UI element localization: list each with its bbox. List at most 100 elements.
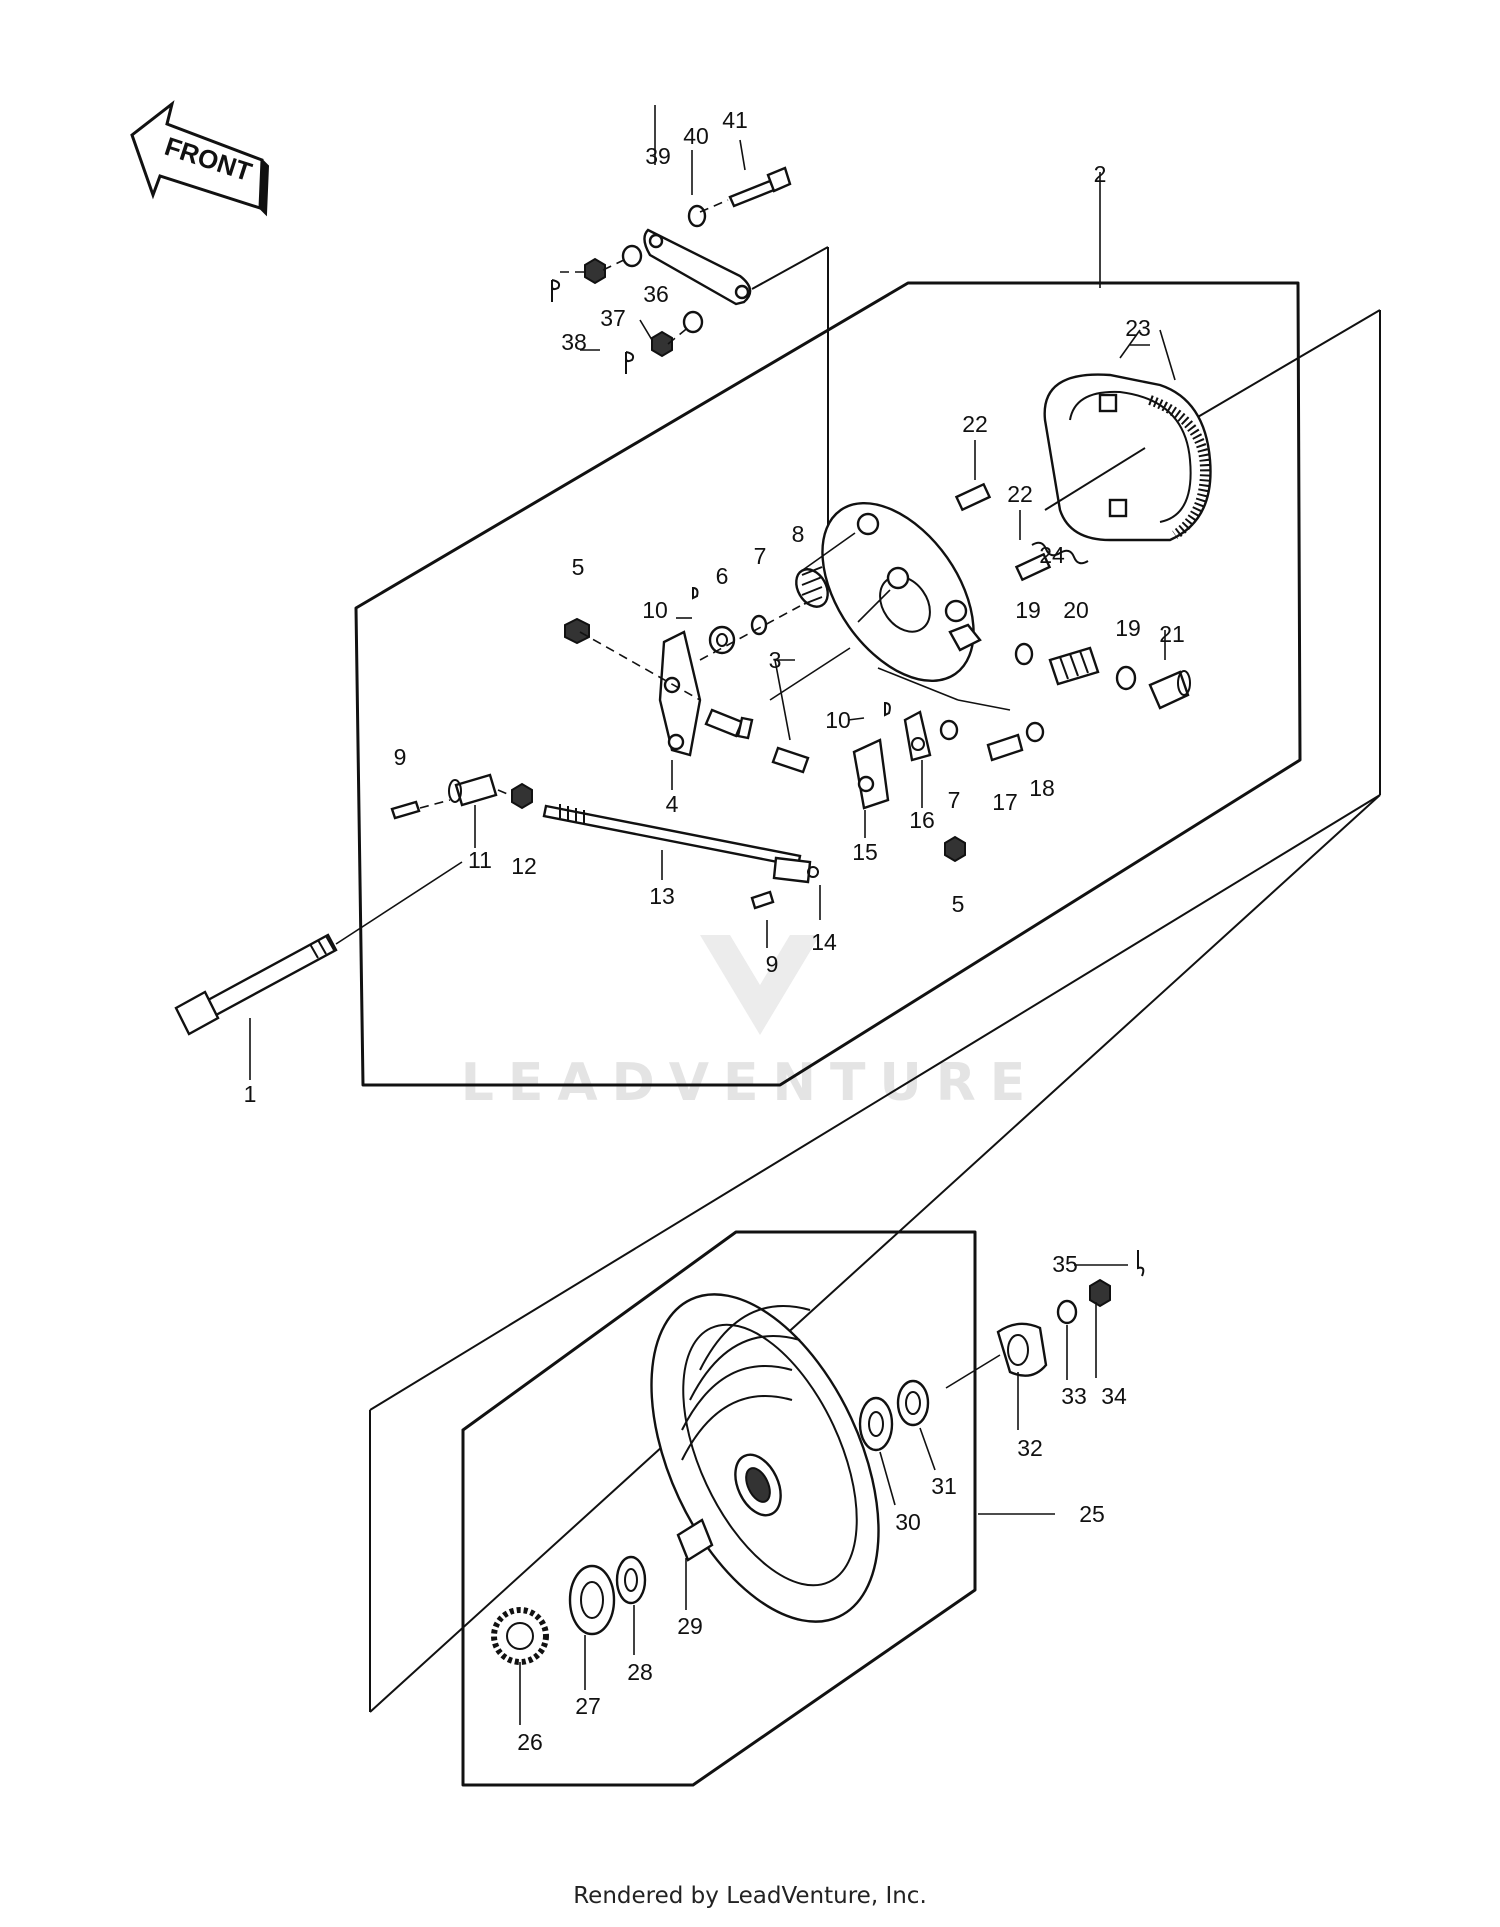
callout-33: 33 <box>1061 1383 1087 1409</box>
washer-33 <box>1056 1299 1078 1325</box>
callout-30: 30 <box>895 1509 921 1535</box>
callout-9-lower: 9 <box>766 951 779 977</box>
callout-3: 3 <box>769 647 782 673</box>
cotter-pin-38a <box>551 279 561 302</box>
callout-29: 29 <box>677 1613 703 1639</box>
nut-34 <box>1089 1278 1111 1308</box>
callout-2: 2 <box>1094 161 1107 187</box>
clevis-14 <box>772 856 812 884</box>
lever-4 <box>658 630 702 757</box>
callout-4: 4 <box>666 791 679 817</box>
callout-16: 16 <box>909 807 935 833</box>
callout-13: 13 <box>649 883 675 909</box>
brake-shoes <box>1031 373 1212 565</box>
adjuster-22a <box>954 482 992 512</box>
callout-35: 35 <box>1052 1251 1078 1277</box>
cotter-pin-10a <box>692 586 699 600</box>
callout-31: 31 <box>931 1473 957 1499</box>
callout-15: 15 <box>852 839 878 865</box>
bearing-30 <box>858 1396 894 1452</box>
callout-21: 21 <box>1159 621 1185 647</box>
spacer-29 <box>676 1518 714 1562</box>
callout-26: 26 <box>517 1729 543 1755</box>
callout-41: 41 <box>722 107 748 133</box>
nut-5b <box>944 835 966 863</box>
nut-12 <box>511 782 533 810</box>
washer-36b <box>682 310 704 334</box>
cotter-pin-38b <box>625 351 635 374</box>
callout-25: 25 <box>1079 1501 1105 1527</box>
cotter-pin-10b <box>884 701 891 717</box>
cam-16 <box>903 710 932 762</box>
wheel-hub <box>650 1293 880 1623</box>
callout-27: 27 <box>575 1693 601 1719</box>
callout-22-lower: 22 <box>1007 481 1033 507</box>
brake-panel <box>799 501 982 683</box>
axle-1 <box>174 861 463 1036</box>
washer-36a <box>621 244 643 268</box>
washer-40 <box>687 204 707 228</box>
callout-37: 37 <box>600 305 626 331</box>
washer-18 <box>1025 721 1045 743</box>
callout-8: 8 <box>792 521 805 547</box>
callout-1: 1 <box>244 1081 257 1107</box>
brake-panel-outline <box>354 281 1302 1087</box>
callout-7-lower: 7 <box>948 787 961 813</box>
front-arrow-icon: FRONT <box>130 100 270 217</box>
callout-17: 17 <box>992 789 1018 815</box>
callout-labels: 1 2 3 4 5 5 6 7 7 8 9 9 10 10 11 12 13 1… <box>244 107 1185 1755</box>
nut-37a <box>584 257 606 285</box>
nut-21 <box>1148 670 1190 710</box>
washer-6 <box>708 625 736 655</box>
callout-28: 28 <box>627 1659 653 1685</box>
callout-22-upper: 22 <box>962 411 988 437</box>
bolt-41 <box>728 179 776 208</box>
assembly-tie-lines <box>369 246 1381 1713</box>
hub-assembly-outline <box>461 1230 977 1787</box>
callout-leaders <box>249 105 1176 1725</box>
washer-19b <box>1115 665 1137 691</box>
bolt-3a <box>704 708 744 738</box>
watermark: LEADVENTURE <box>461 935 1040 1113</box>
callout-36: 36 <box>643 281 669 307</box>
spring-24 <box>1031 541 1089 565</box>
callout-11: 11 <box>468 847 492 873</box>
clevis-11 <box>454 773 498 807</box>
adjuster-22b <box>1014 552 1052 582</box>
cotter-pin-35 <box>1137 1250 1145 1277</box>
washer-19a <box>1014 642 1034 666</box>
callout-39: 39 <box>645 143 671 169</box>
nut-37b <box>651 330 673 358</box>
callout-18: 18 <box>1029 775 1055 801</box>
callout-23: 23 <box>1125 315 1151 341</box>
callout-5-upper: 5 <box>572 554 585 580</box>
callout-5-lower: 5 <box>952 891 965 917</box>
bolt-3b <box>771 746 810 774</box>
torque-link-group <box>551 166 792 374</box>
callout-32: 32 <box>1017 1435 1043 1461</box>
watermark-text: LEADVENTURE <box>461 1053 1040 1113</box>
callout-40: 40 <box>683 123 709 149</box>
callout-9-upper: 9 <box>394 744 407 770</box>
callout-10-upper: 10 <box>642 597 668 623</box>
callout-19-right: 19 <box>1115 615 1141 641</box>
callout-12: 12 <box>511 853 537 879</box>
torque-link <box>643 228 752 306</box>
callout-7-upper: 7 <box>754 543 767 569</box>
lever-15 <box>852 738 890 810</box>
callout-10-lower: 10 <box>825 707 851 733</box>
callout-19-left: 19 <box>1015 597 1041 623</box>
sprocket-26 <box>491 1607 549 1665</box>
footer-credit: Rendered by LeadVenture, Inc. <box>573 1883 927 1909</box>
pin-9b <box>750 890 775 910</box>
collar-32 <box>996 1322 1048 1377</box>
seal-31 <box>896 1379 930 1427</box>
brake-rod-group <box>390 773 819 910</box>
callout-6: 6 <box>716 563 729 589</box>
bearing-28 <box>615 1555 647 1605</box>
pin-9a <box>390 800 421 820</box>
seal-27 <box>568 1564 616 1636</box>
callout-14: 14 <box>811 929 837 955</box>
nut-5a <box>564 617 590 645</box>
